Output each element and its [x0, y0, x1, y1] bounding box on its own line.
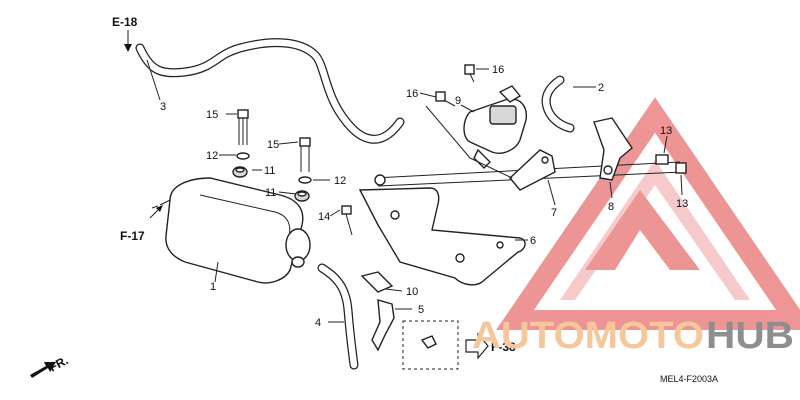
hose-2: [541, 75, 575, 133]
callout-13-top: 13: [660, 125, 672, 137]
canister-1: [151, 177, 311, 284]
clip-5: [371, 299, 459, 370]
ref-label-f17: F-17: [120, 229, 145, 243]
nut-13-top: [655, 154, 669, 165]
callout-3: 3: [160, 101, 166, 113]
front-label: FR.: [47, 353, 71, 374]
callout-14: 14: [318, 211, 330, 223]
pad-10: [360, 271, 394, 293]
ref-arrow-f38: [465, 332, 489, 360]
bolt-16-left: [435, 91, 456, 107]
callout-6: 6: [530, 235, 536, 247]
watermark-text-automoto: AUTOMOTO: [472, 315, 704, 357]
ref-arrow-f17: [149, 205, 163, 219]
callout-4: 4: [315, 317, 321, 329]
grommet-11-right: [294, 190, 310, 202]
callout-15-right: 15: [267, 139, 279, 151]
callout-16-top: 16: [492, 64, 504, 76]
callout-2: 2: [598, 82, 604, 94]
bracket-7: [509, 149, 556, 191]
ref-label-f38: F-38: [491, 340, 516, 354]
ref-label-e18: E-18: [112, 15, 138, 29]
washer-12-right: [298, 176, 312, 184]
ref-arrow-e18: [124, 30, 132, 52]
washer-12-left: [236, 152, 250, 160]
grommet-11-left: [232, 166, 248, 178]
front-arrow: [30, 362, 56, 378]
callout-15-left: 15: [206, 109, 218, 121]
bolt-15-left: [237, 109, 249, 145]
callout-5: 5: [418, 304, 424, 316]
callout-8: 8: [608, 201, 614, 213]
watermark-logo: [496, 97, 800, 330]
leader-lines: [146, 59, 683, 323]
solenoid-valve-9: [463, 85, 527, 169]
bracket-6: [358, 187, 526, 286]
bracket-8: [593, 117, 633, 181]
callout-16-left: 16: [406, 88, 418, 100]
callout-13-bottom: 13: [676, 198, 688, 210]
callout-11-right: 11: [265, 187, 276, 199]
callout-11-left: 11: [264, 165, 275, 177]
callout-12-left: 12: [206, 150, 218, 162]
bolt-14: [341, 205, 353, 236]
hose-4: [317, 263, 359, 370]
diagram-code: MEL4-F2003A: [660, 374, 718, 384]
watermark-text-hub: HUB: [706, 315, 794, 357]
callout-7: 7: [551, 207, 557, 219]
nut-13-bottom: [675, 162, 687, 174]
callout-10: 10: [406, 286, 418, 298]
callout-12-right: 12: [334, 175, 346, 187]
bolt-15-right: [299, 137, 311, 172]
hose-3: [135, 38, 405, 144]
bolt-16-top: [464, 64, 475, 83]
callout-1: 1: [210, 281, 216, 293]
callout-9: 9: [455, 95, 461, 107]
